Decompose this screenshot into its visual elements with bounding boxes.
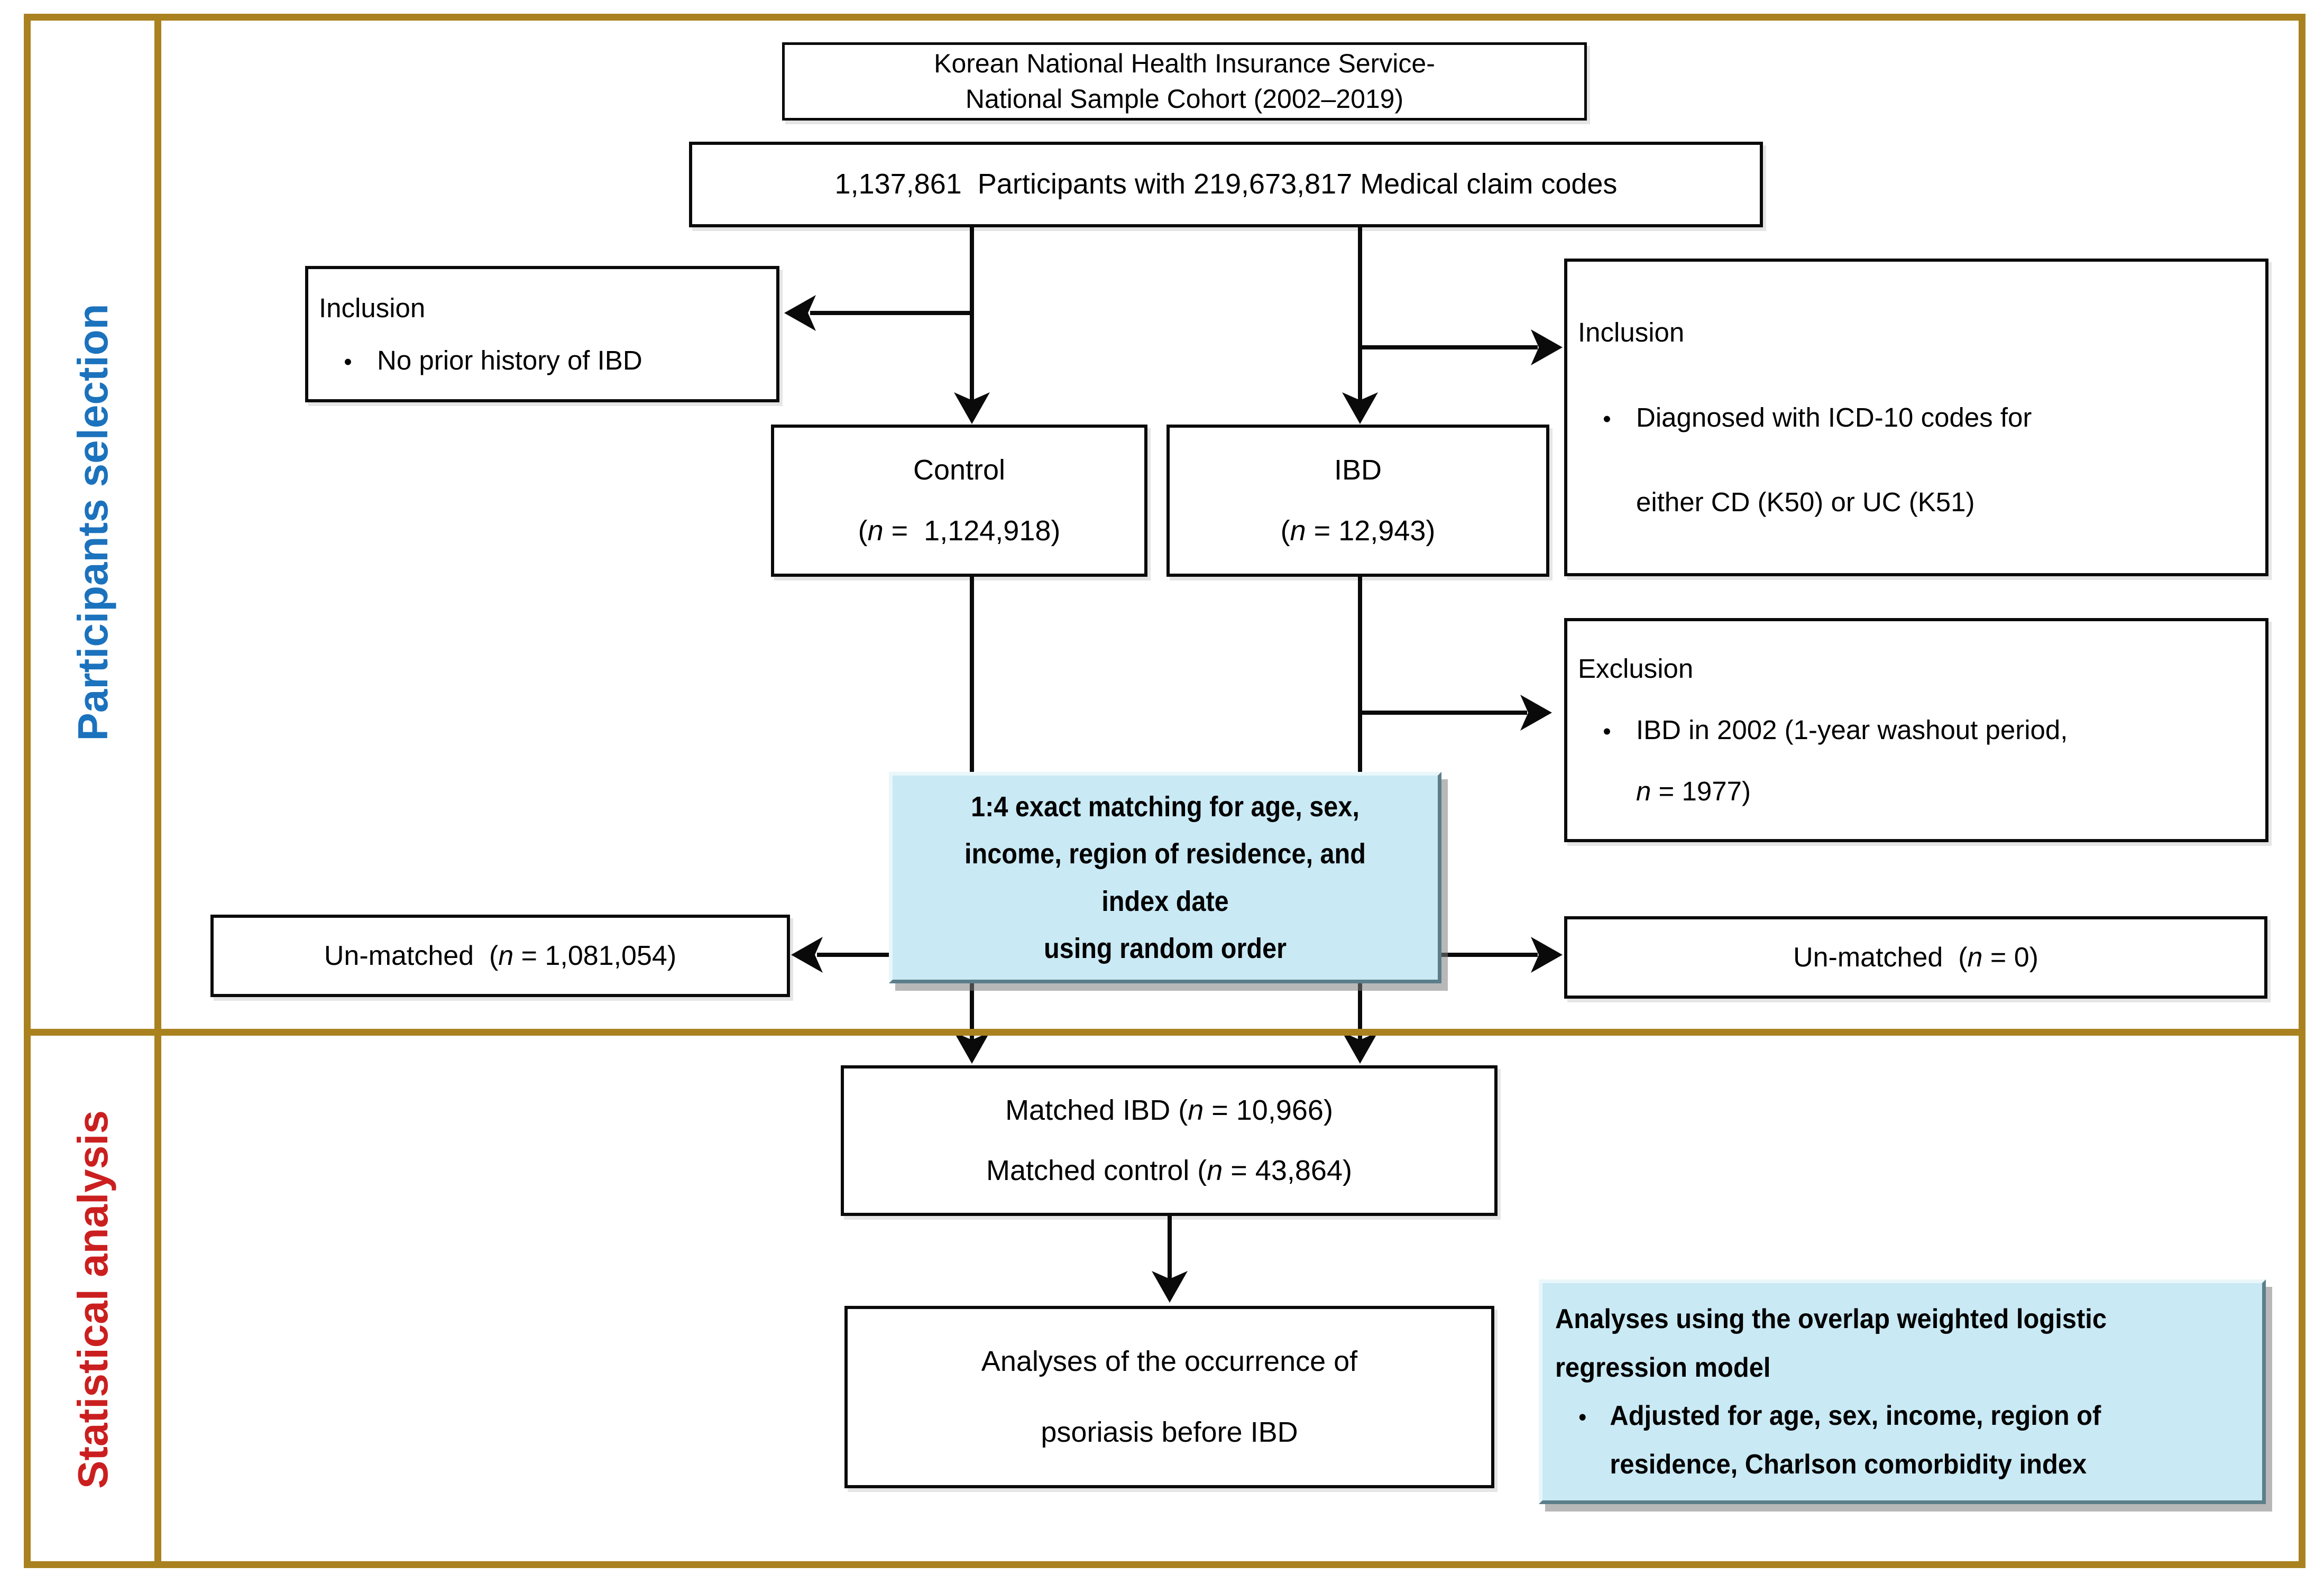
section-divider	[24, 1029, 2305, 1036]
matched-line1: Matched IBD (n = 10,966)	[1005, 1094, 1333, 1126]
control-title: Control	[913, 454, 1006, 486]
model-bullet-line1: Adjusted for age, sex, income, region of	[1610, 1400, 2101, 1432]
matching-line2: income, region of residence, and	[964, 838, 1366, 870]
participants-text: 1,137,861 Participants with 219,673,817 …	[834, 168, 1618, 200]
control-n: (n = 1,124,918)	[858, 514, 1061, 547]
cohort-box: Korean National Health Insurance Service…	[782, 42, 1587, 121]
ibd-title: IBD	[1334, 454, 1382, 486]
model-line2: regression model	[1555, 1352, 1771, 1383]
cohort-line1: Korean National Health Insurance Service…	[934, 49, 1435, 79]
inclusion-right-box: Inclusion • Diagnosed with ICD-10 codes …	[1564, 259, 2268, 576]
matching-box: 1:4 exact matching for age, sex, income,…	[889, 772, 1441, 983]
control-box: Control (n = 1,124,918)	[771, 425, 1147, 577]
inclusion-left-bullet-text: No prior history of IBD	[377, 345, 642, 375]
exclusion-box: Exclusion • IBD in 2002 (1-year washout …	[1564, 618, 2268, 842]
exclusion-bullet-line1: IBD in 2002 (1-year washout period,	[1636, 715, 2068, 745]
matching-line1: 1:4 exact matching for age, sex,	[971, 790, 1360, 823]
outer-gold-frame	[24, 14, 2305, 1568]
inclusion-left-title: Inclusion	[319, 292, 426, 323]
analyses-line1: Analyses of the occurrence of	[981, 1346, 1358, 1377]
matching-line4: using random order	[1043, 933, 1287, 965]
matched-box: Matched IBD (n = 10,966) Matched control…	[841, 1065, 1498, 1216]
unmatched-right-box: Un-matched (n = 0)	[1564, 916, 2267, 999]
participants-box: 1,137,861 Participants with 219,673,817 …	[689, 142, 1763, 227]
bullet-icon: •	[1603, 406, 1611, 432]
section-label-participants-selection: Participants selection	[69, 303, 116, 741]
unmatched-right-text: Un-matched (n = 0)	[1793, 942, 2038, 973]
model-line1: Analyses using the overlap weighted logi…	[1555, 1303, 2107, 1334]
section-label-statistical-analysis: Statistical analysis	[69, 1110, 116, 1489]
exclusion-title: Exclusion	[1578, 653, 1694, 684]
matching-line3: index date	[1101, 885, 1229, 917]
inclusion-right-bullet-line2: either CD (K50) or UC (K51)	[1636, 486, 1975, 517]
unmatched-left-text: Un-matched (n = 1,081,054)	[324, 940, 677, 971]
inclusion-right-title: Inclusion	[1578, 317, 1685, 348]
bullet-icon: •	[344, 348, 352, 375]
analyses-box: Analyses of the occurrence of psoriasis …	[844, 1306, 1494, 1488]
ibd-n: (n = 12,943)	[1280, 514, 1436, 547]
analysis-model-box: Analyses using the overlap weighted logi…	[1539, 1279, 2266, 1504]
exclusion-bullet-line2: n = 1977)	[1636, 776, 1751, 807]
bullet-icon: •	[1578, 1404, 1586, 1431]
cohort-line2: National Sample Cohort (2002–2019)	[965, 84, 1404, 114]
model-bullet-line2: residence, Charlson comorbidity index	[1610, 1449, 2087, 1480]
analyses-line2: psoriasis before IBD	[1041, 1416, 1298, 1448]
sidebar-divider	[154, 14, 161, 1568]
ibd-box: IBD (n = 12,943)	[1166, 425, 1549, 577]
inclusion-left-box: Inclusion • No prior history of IBD	[305, 266, 779, 402]
unmatched-left-box: Un-matched (n = 1,081,054)	[210, 915, 790, 997]
bullet-icon: •	[1603, 718, 1611, 745]
inclusion-right-bullet-line1: Diagnosed with ICD-10 codes for	[1636, 402, 2032, 432]
matched-line2: Matched control (n = 43,864)	[986, 1154, 1352, 1186]
